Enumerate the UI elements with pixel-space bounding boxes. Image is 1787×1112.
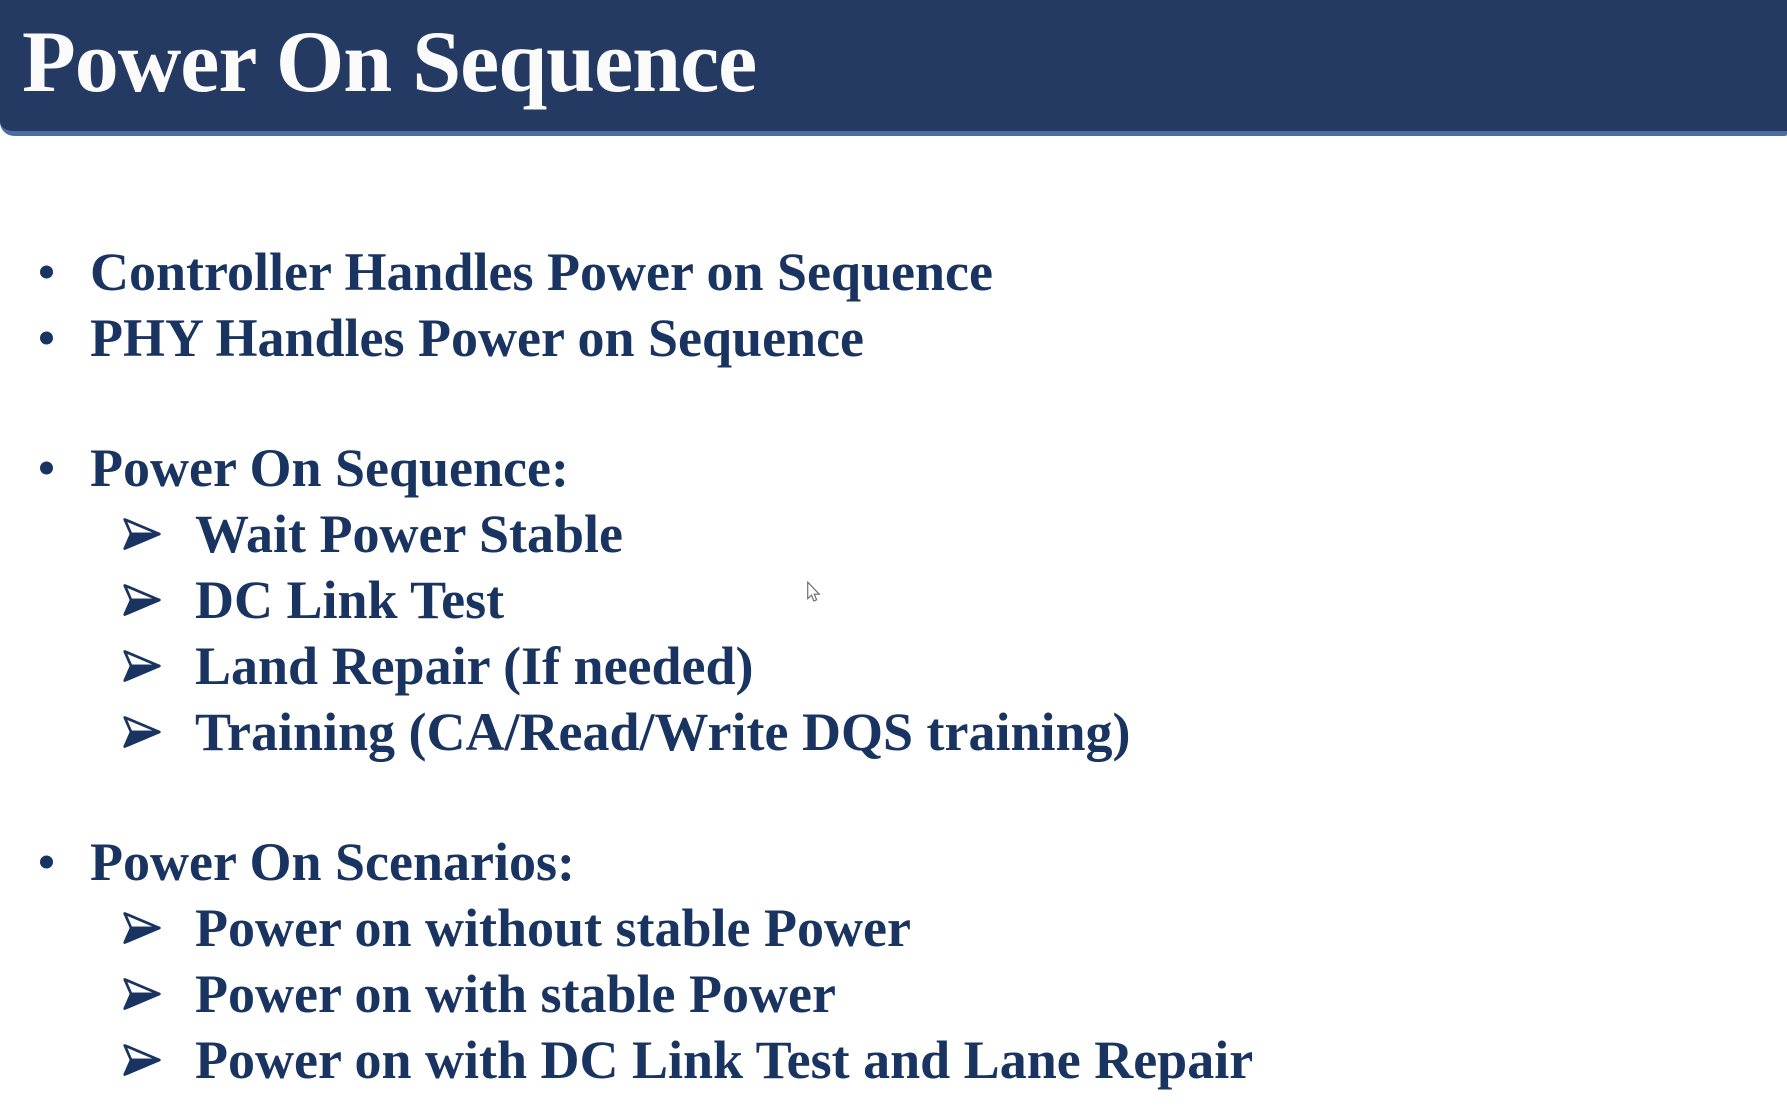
bullet-text: Land Repair (If needed): [195, 636, 754, 696]
sub-bullet-item: Power on without stable Power: [0, 895, 1787, 961]
bullet-text: Power on with DC Link Test and Lane Repa…: [195, 1030, 1254, 1090]
arrowhead-icon: [122, 582, 162, 618]
slide-title: Power On Sequence: [22, 14, 757, 111]
bullet-text: Controller Handles Power on Sequence: [90, 242, 993, 302]
arrowhead-icon: [122, 1042, 162, 1078]
bullet-dot-icon: [40, 855, 53, 869]
bullet-text: Power On Scenarios:: [90, 832, 575, 892]
bullet-item: PHY Handles Power on Sequence: [0, 305, 1787, 371]
bullet-text: Wait Power Stable: [195, 504, 623, 564]
sub-bullet-item: Power on with stable Power: [0, 961, 1787, 1027]
bullet-text: Power On Sequence:: [90, 438, 569, 498]
bullet-text: PHY Handles Power on Sequence: [90, 308, 865, 368]
bullet-text: DC Link Test: [195, 570, 505, 630]
bullet-dot-icon: [40, 331, 53, 345]
blank-line-spacer: [0, 765, 1787, 829]
slide-title-banner: Power On Sequence: [0, 0, 1787, 136]
sub-bullet-item: Training (CA/Read/Write DQS training): [0, 699, 1787, 765]
arrowhead-icon: [122, 910, 162, 946]
arrowhead-icon: [122, 714, 162, 750]
sub-bullet-item: Land Repair (If needed): [0, 633, 1787, 699]
bullet-dot-icon: [40, 461, 53, 475]
bullet-item: Controller Handles Power on Sequence: [0, 239, 1787, 305]
sub-bullet-item: Wait Power Stable: [0, 501, 1787, 567]
sub-bullet-item: DC Link Test: [0, 567, 1787, 633]
bullet-text: Training (CA/Read/Write DQS training): [195, 702, 1131, 762]
arrowhead-icon: [122, 648, 162, 684]
bullet-item: Power On Scenarios:: [0, 829, 1787, 895]
blank-line-spacer: [0, 371, 1787, 435]
bullet-item: Power On Sequence:: [0, 435, 1787, 501]
sub-bullet-item: Power on with DC Link Test and Lane Repa…: [0, 1027, 1787, 1093]
bullet-text: Power on without stable Power: [195, 898, 911, 958]
bullet-dot-icon: [40, 265, 53, 279]
arrowhead-icon: [122, 516, 162, 552]
arrowhead-icon: [122, 976, 162, 1012]
bullet-text: Power on with stable Power: [195, 964, 836, 1024]
